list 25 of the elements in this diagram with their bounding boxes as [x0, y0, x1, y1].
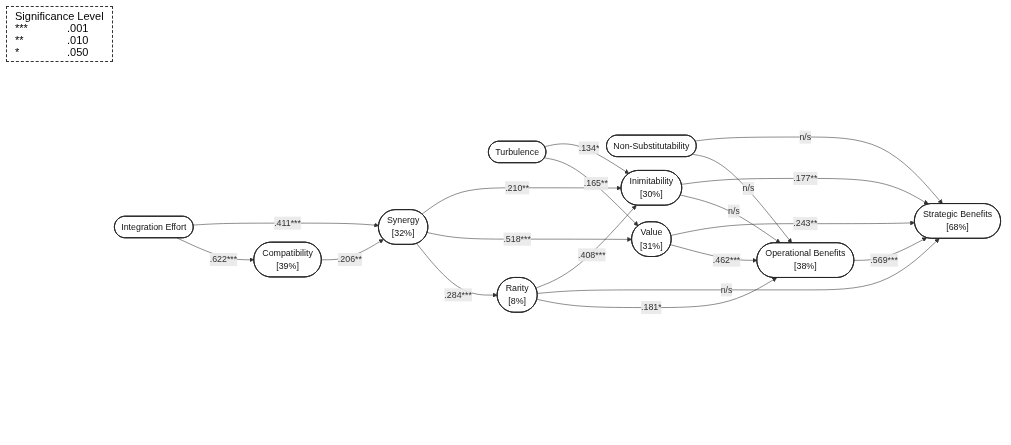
edge-label: .181* [641, 302, 662, 313]
edge-label: n/s [720, 285, 733, 295]
edge-label: .462*** [712, 255, 741, 265]
edge-label: n/s [799, 132, 812, 142]
edge-label: .411*** [274, 218, 301, 228]
edge-label: .243** [793, 218, 818, 229]
edge-label: .518*** [503, 234, 531, 244]
significance-stars: * [15, 46, 21, 58]
edge-label: .134* [578, 143, 600, 153]
edge-label: .177** [793, 173, 818, 184]
significance-stars: ** [15, 34, 25, 46]
significance-stars: *** [15, 22, 29, 34]
edge-label: .408*** [578, 250, 606, 260]
edge-label: .622*** [209, 254, 238, 265]
edge-label: .284*** [444, 290, 472, 300]
edge-label: n/s [728, 206, 740, 216]
legend-title: Significance Level [15, 10, 104, 22]
significance-value: .010 [67, 34, 90, 46]
edge-label: .569*** [870, 255, 898, 265]
significance-value: .001 [67, 22, 90, 34]
edge-label: .165** [583, 178, 608, 189]
significance-value: .050 [67, 46, 90, 58]
edge-label: .206** [337, 254, 362, 265]
edge-label: .210** [505, 183, 530, 193]
edge-label: n/s [742, 183, 755, 194]
